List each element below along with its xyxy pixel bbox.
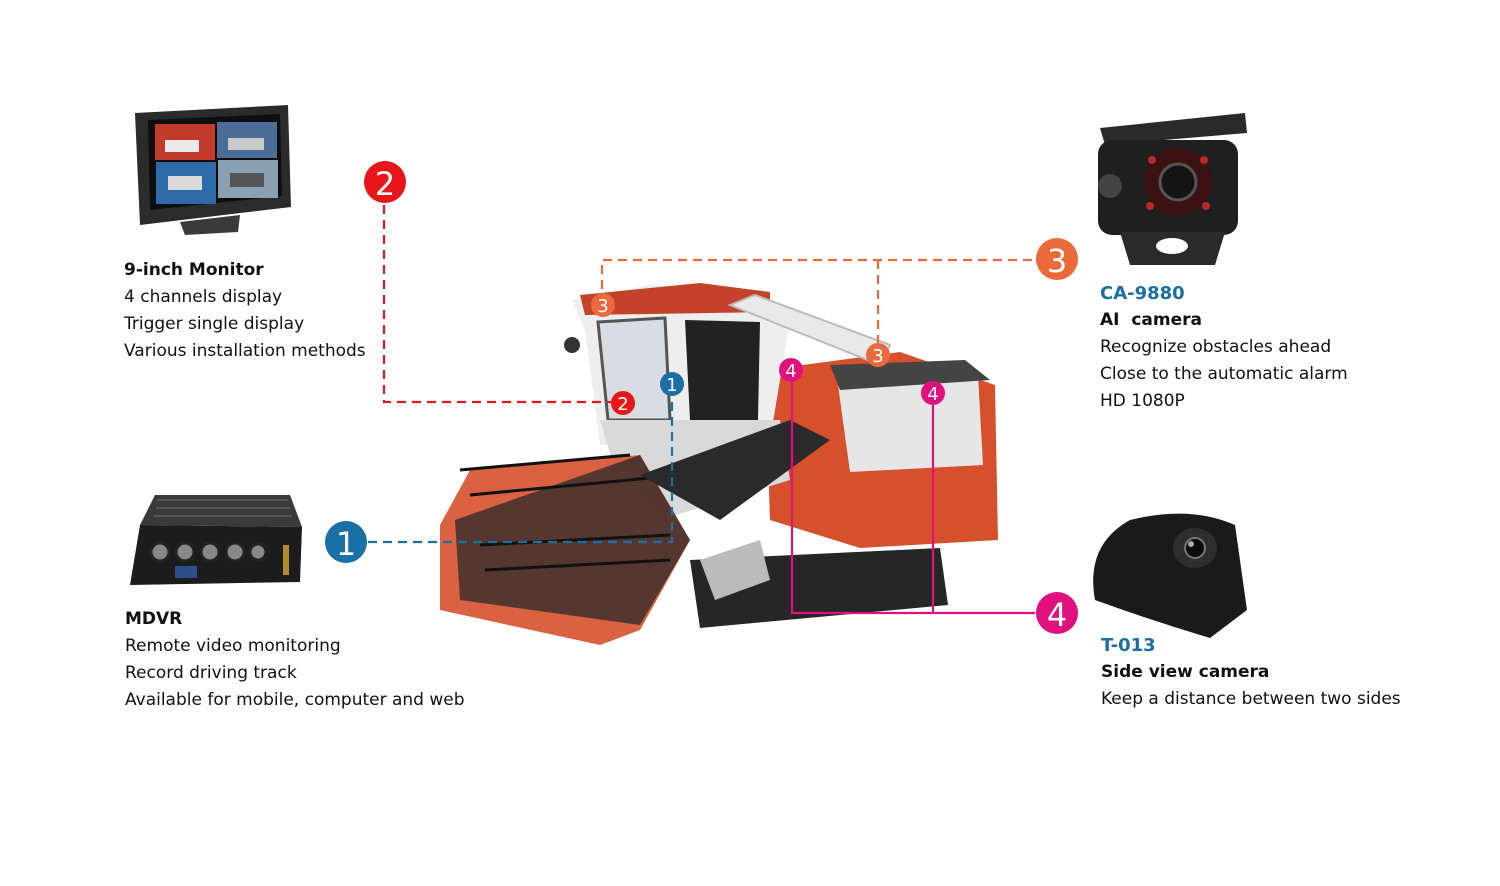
marker-ai-camera-large-number: 3 [1047, 242, 1067, 280]
monitor-title: 9-inch Monitor [124, 260, 264, 280]
monitor-description: 9-inch Monitor 4 channels display Trigge… [124, 257, 366, 365]
side-camera-connector-line [790, 382, 1035, 615]
monitor-feature: Various installation methods [124, 341, 366, 361]
ai-camera-feature: Recognize obstacles ahead [1100, 337, 1332, 357]
marker-ai-camera-small-2-number: 3 [872, 346, 883, 367]
marker-side-camera-small-1-number: 4 [785, 361, 796, 382]
ai-camera-connector-line [600, 258, 1032, 343]
marker-side-camera-large: 4 [1036, 592, 1078, 634]
monitor-image [135, 105, 291, 235]
side-camera-model: T-013 [1101, 635, 1156, 656]
monitor-connector-line [382, 205, 612, 404]
mdvr-title: MDVR [125, 609, 183, 629]
ai-camera-title: AI camera [1100, 310, 1202, 330]
marker-mdvr-small: 1 [660, 372, 684, 396]
monitor-feature: Trigger single display [124, 314, 305, 334]
mdvr-description: MDVR Remote video monitoring Record driv… [125, 606, 465, 714]
marker-ai-camera-small-1: 3 [591, 293, 615, 317]
mdvr-feature: Remote video monitoring [125, 636, 341, 656]
marker-ai-camera-small-1-number: 3 [597, 296, 608, 317]
marker-side-camera-small-1: 4 [779, 358, 803, 382]
ai-camera-feature: HD 1080P [1100, 391, 1185, 411]
marker-mdvr-large-number: 1 [336, 525, 356, 563]
mdvr-feature: Record driving track [125, 663, 297, 683]
marker-monitor-small-number: 2 [617, 394, 628, 415]
marker-side-camera-small-2: 4 [921, 381, 945, 405]
mdvr-connector-line [368, 398, 674, 544]
side-camera-image [1093, 513, 1247, 638]
mdvr-image [130, 495, 302, 585]
marker-monitor-large-number: 2 [375, 165, 395, 203]
marker-mdvr-large: 1 [325, 521, 367, 563]
marker-monitor-small: 2 [611, 391, 635, 415]
marker-side-camera-small-2-number: 4 [927, 384, 938, 405]
marker-ai-camera-large: 3 [1036, 238, 1078, 280]
marker-side-camera-large-number: 4 [1047, 596, 1067, 634]
side-camera-description: T-013 Side view camera Keep a distance b… [1101, 632, 1401, 713]
mdvr-feature: Available for mobile, computer and web [125, 690, 465, 710]
harvester-image [440, 283, 998, 645]
marker-mdvr-small-number: 1 [666, 375, 677, 396]
marker-monitor-large: 2 [364, 161, 406, 203]
ai-camera-description: CA-9880 AI camera Recognize obstacles ah… [1100, 280, 1348, 415]
ai-camera-model: CA-9880 [1100, 283, 1185, 304]
side-camera-title: Side view camera [1101, 662, 1270, 682]
marker-ai-camera-small-2: 3 [866, 343, 890, 367]
side-camera-feature: Keep a distance between two sides [1101, 689, 1401, 709]
ai-camera-image [1098, 113, 1247, 265]
ai-camera-feature: Close to the automatic alarm [1100, 364, 1348, 384]
monitor-feature: 4 channels display [124, 287, 283, 307]
